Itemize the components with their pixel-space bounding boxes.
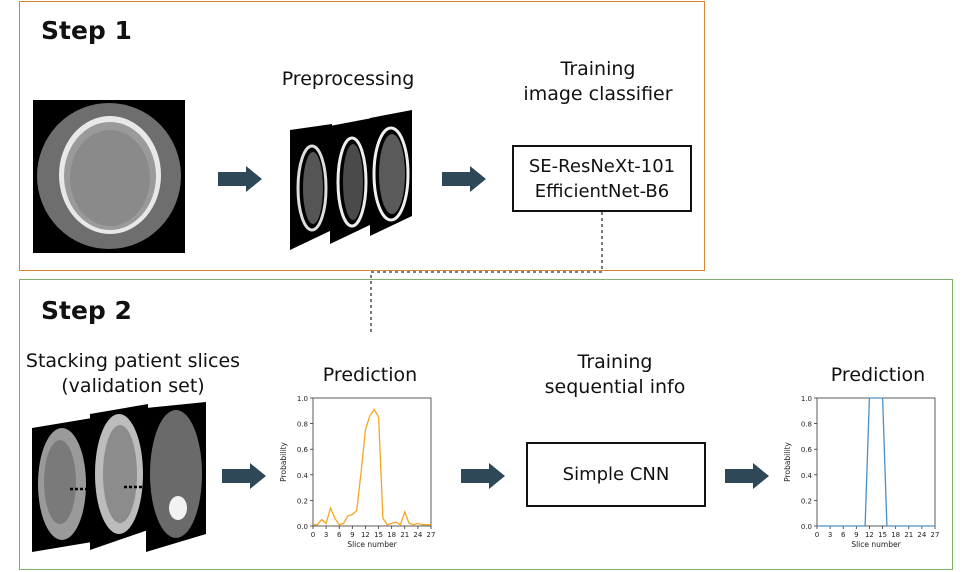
plot-frame: [816, 397, 936, 527]
x-tick-label: 15: [374, 531, 383, 539]
x-tick-label: 27: [931, 531, 940, 539]
x-tick-label: 0: [311, 531, 315, 539]
training-sequential-label: Training sequential info: [544, 351, 686, 398]
y-tick-label: 0.8: [297, 421, 308, 429]
y-tick-label: 0.2: [801, 497, 812, 505]
x-tick-label: 3: [324, 531, 328, 539]
x-tick-label: 24: [917, 531, 926, 539]
prediction-label-1: Prediction: [322, 364, 418, 386]
series-line: [817, 397, 935, 527]
y-tick-label: 0.6: [297, 446, 309, 454]
series-line: [313, 408, 431, 526]
ct-scan-image: [33, 100, 185, 253]
x-axis-label: Slice number: [347, 540, 397, 549]
prediction-label-2: Prediction: [830, 364, 926, 386]
training-classifier-label: Training image classifier: [523, 58, 673, 105]
stacking-slices-label: Stacking patient slices (validation set): [25, 350, 241, 397]
arrow-right-icon: [218, 166, 262, 192]
y-tick-label: 0.4: [297, 472, 309, 480]
x-tick-label: 0: [815, 531, 819, 539]
x-tick-label: 24: [413, 531, 422, 539]
model-name: EfficientNet-B6: [534, 180, 670, 202]
simple-cnn-box: Simple CNN: [526, 442, 706, 507]
y-tick-label: 0.0: [801, 523, 812, 531]
arrow-right-icon: [442, 166, 486, 192]
patient-slices-image: [32, 402, 206, 552]
x-tick-label: 27: [427, 531, 436, 539]
x-tick-label: 18: [891, 531, 900, 539]
x-axis-label: Slice number: [851, 540, 901, 549]
y-tick-label: 0.2: [297, 497, 308, 505]
x-tick-label: 3: [828, 531, 832, 539]
model-name: SE-ResNeXt-101: [528, 155, 676, 177]
x-tick-label: 9: [350, 531, 354, 539]
arrow-right-icon: [461, 463, 505, 489]
x-tick-label: 21: [904, 531, 913, 539]
preprocessed-slices-image: [290, 110, 412, 250]
image-classifier-box: SE-ResNeXt-101 EfficientNet-B6: [512, 145, 692, 212]
x-tick-label: 6: [337, 531, 342, 539]
x-tick-label: 21: [400, 531, 409, 539]
x-tick-label: 15: [878, 531, 887, 539]
preprocessing-label: Preprocessing: [281, 68, 415, 90]
x-tick-label: 18: [387, 531, 396, 539]
y-tick-label: 1.0: [801, 395, 812, 403]
x-tick-label: 12: [865, 531, 874, 539]
y-tick-label: 1.0: [297, 395, 308, 403]
y-tick-label: 0.4: [801, 472, 813, 480]
dashed-connector: [370, 212, 603, 334]
arrow-right-icon: [222, 463, 266, 489]
x-tick-label: 12: [361, 531, 370, 539]
x-tick-label: 9: [854, 531, 858, 539]
y-tick-label: 0.6: [801, 446, 813, 454]
step-2-panel: [19, 279, 953, 570]
y-axis-label: Probability: [783, 442, 792, 482]
y-axis-label: Probability: [279, 442, 288, 482]
model-name: Simple CNN: [562, 464, 670, 485]
arrow-right-icon: [725, 463, 769, 489]
y-tick-label: 0.8: [801, 421, 812, 429]
x-tick-label: 6: [841, 531, 846, 539]
y-tick-label: 0.0: [297, 523, 308, 531]
step-1-title: Step 1: [41, 16, 132, 45]
step-2-title: Step 2: [41, 296, 132, 325]
plot-frame: [312, 397, 432, 527]
step-1-panel: [19, 1, 705, 271]
